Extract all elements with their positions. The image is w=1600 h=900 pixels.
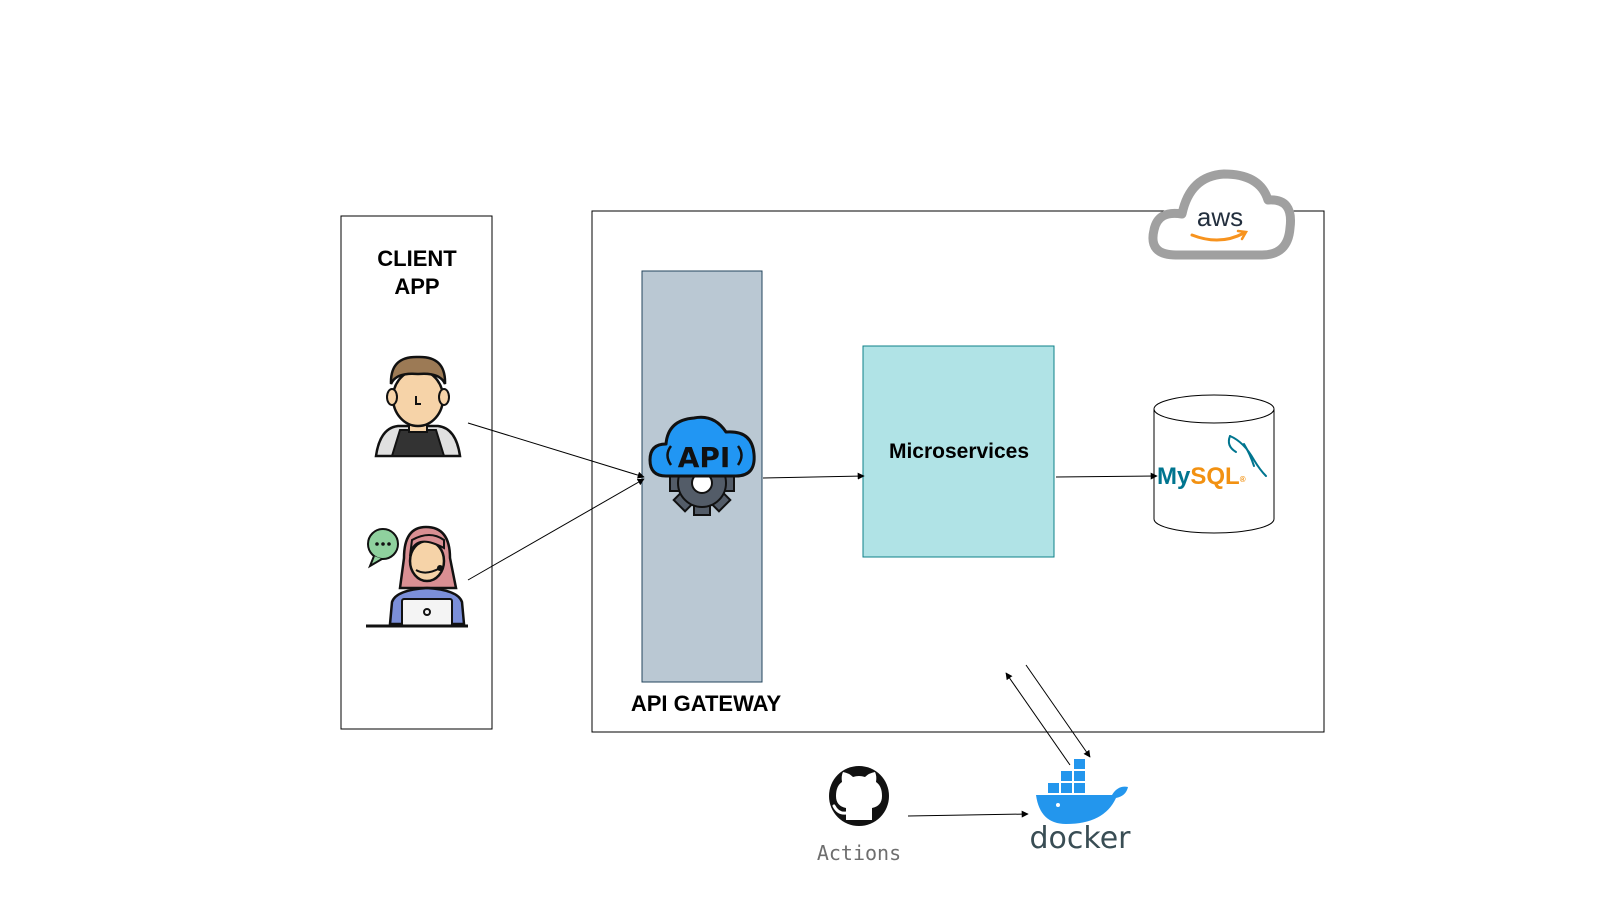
api-icon-text: API xyxy=(678,441,731,474)
arrow-gateway-to-microservices xyxy=(762,472,865,480)
mysql-label: MySQL® xyxy=(1157,463,1246,490)
github-actions-label: Actions xyxy=(817,841,901,865)
support-agent-icon xyxy=(366,525,468,628)
arrow-github-to-docker xyxy=(907,810,1029,818)
male-user-icon xyxy=(374,355,462,458)
amazon-smile-icon xyxy=(1190,231,1246,242)
mysql-dolphin-icon xyxy=(1227,435,1267,477)
aws-cloud-icon xyxy=(1148,169,1296,260)
aws-cloud-boundary xyxy=(591,210,1325,733)
api-gateway-label: API GATEWAY xyxy=(631,691,782,716)
arrow-docker-to-aws xyxy=(1005,672,1071,766)
docker-label: docker xyxy=(1030,821,1132,856)
arrow-user-to-gateway xyxy=(467,422,645,479)
github-logo-icon xyxy=(829,766,889,826)
arrow-agent-to-gateway xyxy=(467,478,645,581)
docker-whale-icon xyxy=(1036,759,1128,824)
mysql-database: MySQL® xyxy=(1153,394,1275,534)
client-app-title: CLIENT xyxy=(377,246,457,271)
microservices-label: Microservices xyxy=(889,440,1029,463)
arrow-microservices-to-mysql xyxy=(1055,472,1158,480)
aws-label: aws xyxy=(1197,202,1243,232)
api-cloud-shape xyxy=(648,415,756,478)
api-cloud-gear-icon: API xyxy=(648,415,756,516)
aws-logo: aws xyxy=(1148,169,1296,260)
client-app-title-line2: APP xyxy=(394,274,439,299)
microservices-box xyxy=(863,346,1054,557)
arrow-aws-to-docker xyxy=(1025,664,1091,758)
client-app-box xyxy=(340,215,493,730)
